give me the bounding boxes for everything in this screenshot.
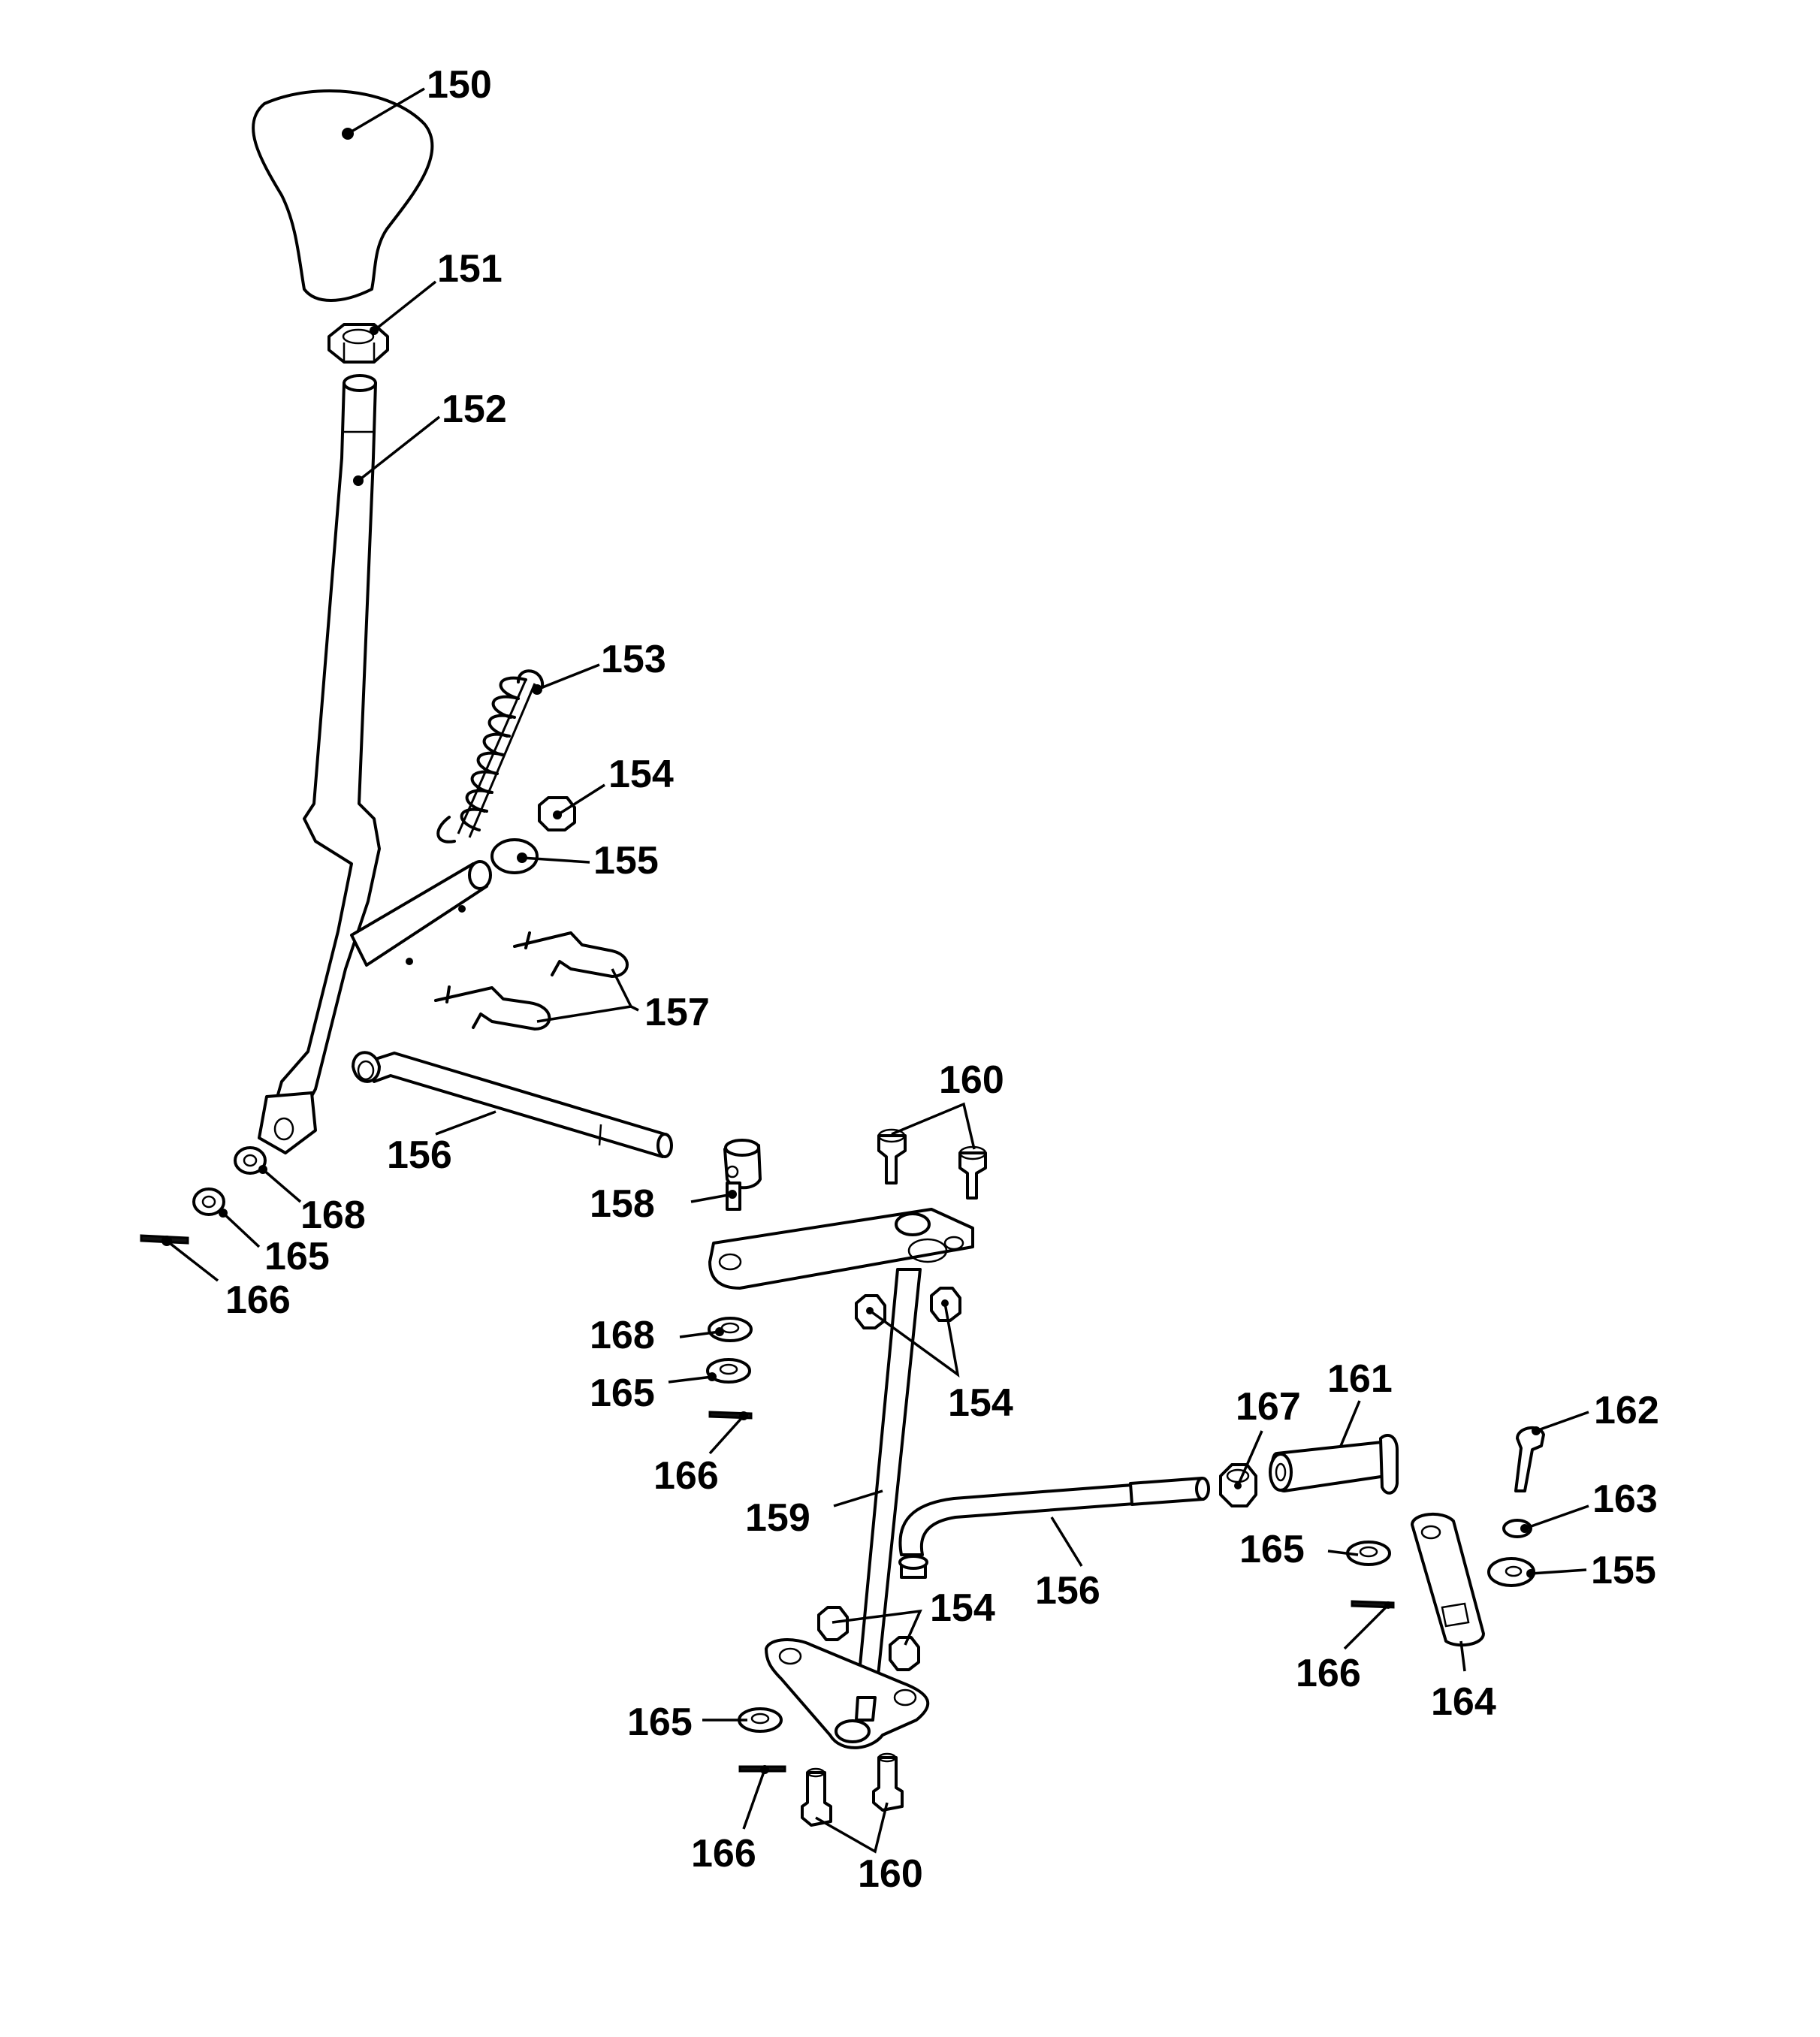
cotter-pin-166-left [140,1234,189,1246]
bolts-160-upper [877,1128,987,1200]
callout-165-left: 165 [264,1235,330,1278]
callout-156-upper: 156 [387,1133,452,1177]
callout-159: 159 [745,1496,810,1540]
callout-166-left: 166 [225,1278,291,1322]
cotter-pin-166-middle [708,1411,753,1420]
callout-166-middle: 166 [653,1454,719,1498]
callout-160-upper: 160 [939,1058,1004,1102]
callout-154-lower: 154 [930,1586,995,1630]
callout-166-lower: 166 [691,1832,756,1876]
washer-168-middle [708,1317,753,1342]
callout-167: 167 [1236,1385,1301,1429]
callout-151: 151 [437,247,503,291]
callout-160-lower: 160 [858,1852,923,1896]
callout-166-right: 166 [1296,1652,1361,1695]
washer-165-middle [706,1358,751,1384]
callout-165-right: 165 [1239,1528,1305,1571]
bolt-162 [1514,1426,1545,1492]
leader-lines [165,87,1589,1854]
callout-153: 153 [601,638,666,681]
link-plate-164 [1411,1512,1485,1647]
callout-163: 163 [1592,1477,1658,1521]
hair-pin-clips-157 [434,931,629,1031]
callout-156-lower: 156 [1035,1569,1100,1613]
washer-165-left [192,1187,228,1218]
callout-161: 161 [1327,1357,1393,1401]
rod-156-lower [898,1477,1210,1579]
upper-bracket [708,1208,974,1290]
clevis-pin-161 [1269,1434,1399,1495]
bolts-160-lower [801,1752,904,1827]
rod-156-upper [352,1051,673,1158]
shift-lever [258,374,492,1154]
callout-165-middle: 165 [590,1372,655,1415]
washer-155-right [1487,1557,1535,1587]
lock-washer-163 [1502,1519,1532,1538]
washer-168-left [234,1146,267,1175]
callout-150: 150 [427,63,492,107]
shift-knob [252,89,434,302]
swivel-158 [723,1139,762,1211]
callout-154-upper: 154 [608,753,674,796]
callout-154-middle: 154 [948,1381,1013,1425]
callout-152: 152 [442,388,507,431]
callout-155-right: 155 [1591,1549,1656,1592]
callout-162: 162 [1594,1389,1659,1432]
callout-157: 157 [644,991,710,1034]
spring-153 [436,669,545,843]
callout-164: 164 [1431,1680,1496,1724]
hex-nut-151 [327,323,389,364]
lower-bracket [765,1638,930,1749]
callout-168-middle: 168 [590,1314,655,1357]
callout-155-upper: 155 [593,839,659,883]
callout-168-left: 168 [300,1194,366,1237]
callout-165-lower: 165 [627,1701,693,1744]
callout-labels: 150 151 152 153 154 155 157 156 168 165 … [225,63,1659,1896]
cotter-pin-166-lower [738,1765,786,1774]
washer-155-upper [490,838,539,874]
washer-165-lower [738,1707,783,1733]
callout-158: 158 [590,1182,655,1226]
